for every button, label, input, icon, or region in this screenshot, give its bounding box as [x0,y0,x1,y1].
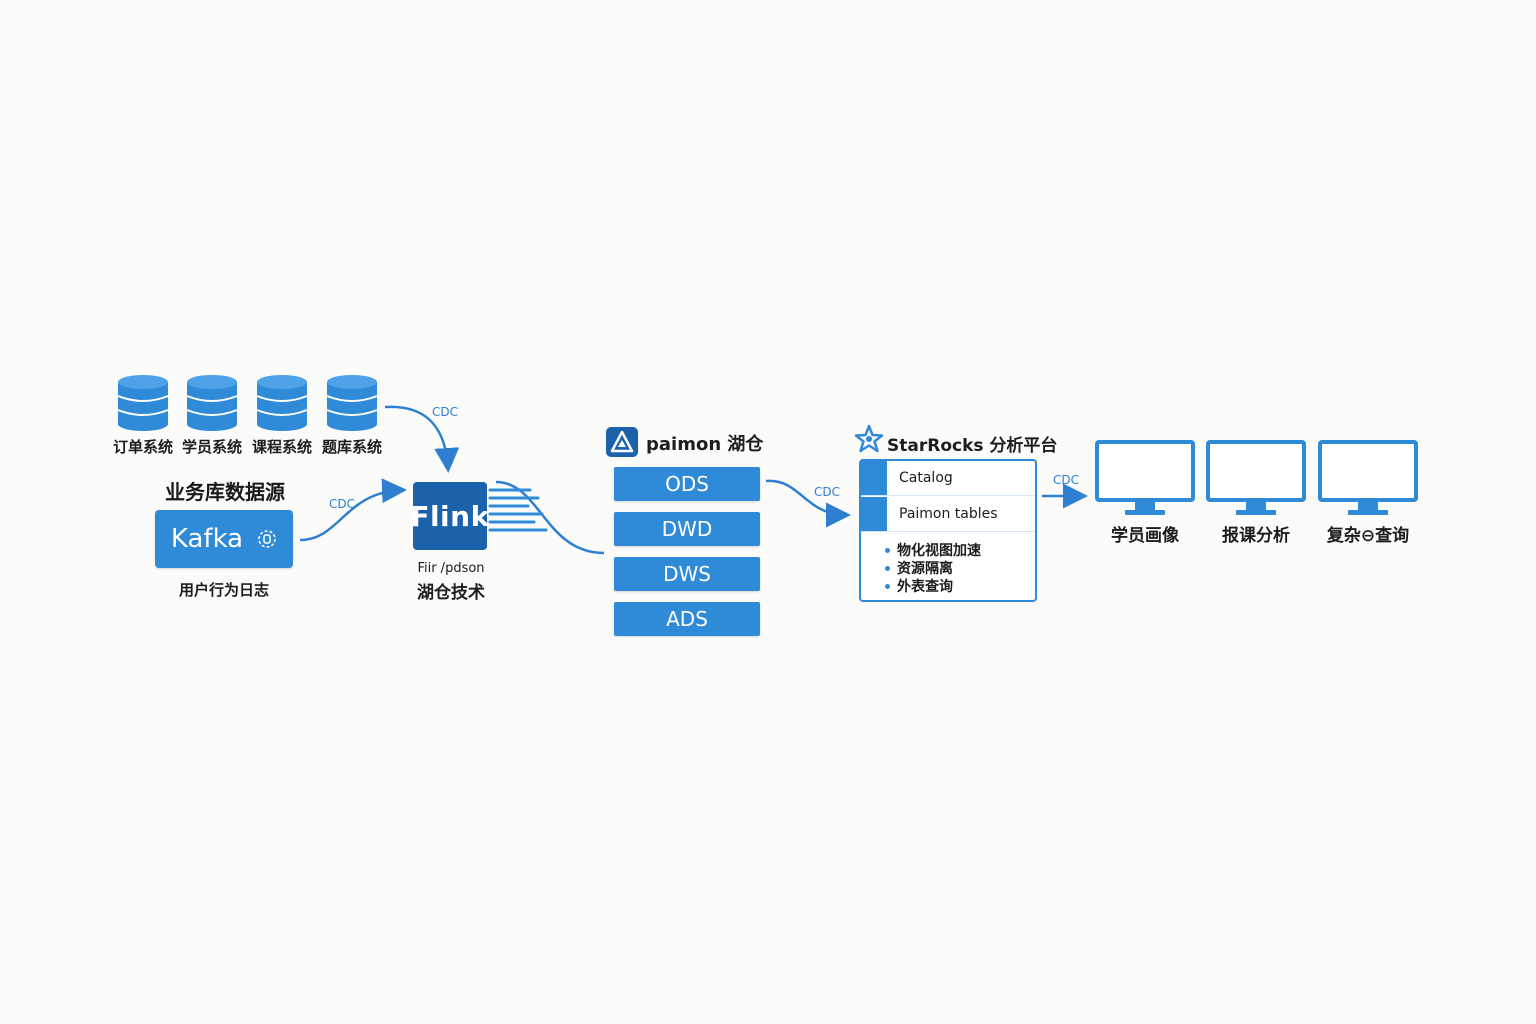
starrocks-row[interactable]: Catalog [861,461,1035,496]
flink-node[interactable]: Flink [410,482,490,550]
feature-label: 资源隔离 [897,561,953,577]
gear-icon [257,529,277,549]
cdc-label: CDC [432,405,458,419]
cdc-label: CDC [329,497,355,511]
cdc-label: CDC [1053,473,1079,487]
paimon-layer-dws[interactable]: DWS [614,557,760,591]
database-label: 订单系统 [112,438,173,456]
flink-speed-lines [488,488,548,532]
bullet-icon [885,565,890,571]
monitor-icon[interactable] [1095,440,1195,522]
row-accent-bar [861,497,887,531]
arrow-flink-to-paimon [495,480,605,555]
app-label: 报课分析 [1222,526,1290,546]
database-icon [117,374,169,436]
flink-caption-line2: 湖仓技术 [417,583,485,603]
starrocks-star-icon [853,424,885,454]
database-icon [186,374,238,436]
starrocks-row[interactable]: Paimon tables [861,497,1035,532]
cdc-label: CDC [814,485,840,499]
row-accent-bar [861,461,887,495]
starrocks-feature: 物化视图加速 [885,541,981,559]
arrow-kafka-to-flink [299,478,407,542]
paimon-title: paimon 湖仓 [646,434,764,455]
flink-label: Flink [410,499,490,533]
arrow-paimon-to-starrocks [765,479,851,528]
monitor-icon[interactable] [1206,440,1306,522]
arrow-db-to-flink [384,405,460,473]
kafka-node[interactable]: Kafka [155,510,293,568]
source-section-title: 业务库数据源 [165,480,285,504]
kafka-label: Kafka [170,524,244,554]
paimon-layer-dwd[interactable]: DWD [614,512,760,546]
starrocks-row-label: Paimon tables [899,506,998,522]
bullet-icon [885,547,890,553]
database-label: 课程系统 [251,438,312,456]
paimon-layer-ads[interactable]: ADS [614,602,760,636]
flink-caption-line1: Fiir /pdson [417,561,485,576]
database-label: 题库系统 [321,438,382,456]
feature-label: 物化视图加速 [897,543,981,559]
database-icon [326,374,378,436]
starrocks-feature: 资源隔离 [885,559,981,577]
paimon-layer-ods[interactable]: ODS [614,467,760,501]
database-label: 学员系统 [181,438,242,456]
kafka-caption: 用户行为日志 [178,581,269,599]
bullet-icon [885,583,890,589]
paimon-logo-icon [606,427,638,457]
feature-label: 外表查询 [897,579,953,595]
monitor-icon[interactable] [1318,440,1418,522]
starrocks-feature: 外表查询 [885,577,981,595]
app-label: 学员画像 [1111,526,1179,546]
starrocks-title: StarRocks 分析平台 [887,436,1058,456]
database-icon [256,374,308,436]
app-label: 复杂⊖查询 [1326,526,1410,546]
starrocks-row-label: Catalog [899,470,953,486]
